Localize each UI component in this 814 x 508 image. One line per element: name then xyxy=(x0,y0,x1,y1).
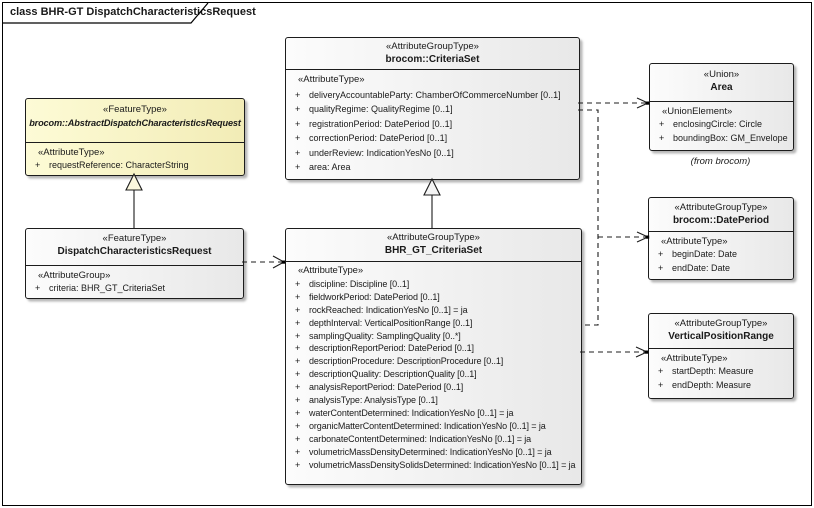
section-heading: «AttributeType» xyxy=(298,74,365,85)
attribute-row: +volumetricMassDensityDetermined: Indica… xyxy=(295,446,552,457)
attribute-row: +enclosingCircle: Circle xyxy=(659,119,763,130)
attribute-row: +descriptionProcedure: DescriptionProced… xyxy=(295,356,504,367)
class-name: Area xyxy=(710,82,733,93)
stereotype-label: «FeatureType» xyxy=(103,104,167,115)
section-heading: «AttributeType» xyxy=(38,147,105,158)
attribute-row: +volumetricMassDensitySolidsDetermined: … xyxy=(295,459,576,470)
attribute-row: +criteria: BHR_GT_CriteriaSet xyxy=(35,283,166,294)
attributes-compartment: «AttributeType» +beginDate: Date +endDate… xyxy=(649,232,793,275)
attributes-compartment: «AttributeGroup» +criteria: BHR_GT_Crite… xyxy=(26,266,243,296)
class-brocom-date-period[interactable]: «AttributeGroupType» brocom::DatePeriod … xyxy=(648,197,794,280)
stereotype-label: «AttributeGroupType» xyxy=(386,41,479,52)
stereotype-label: «AttributeGroupType» xyxy=(387,232,480,243)
class-name: brocom::AbstractDispatchCharacteristicsR… xyxy=(29,118,241,128)
class-name: VerticalPositionRange xyxy=(668,331,774,342)
attribute-row: +analysisType: AnalysisType [0..1] xyxy=(295,395,438,406)
section-heading: «AttributeGroup» xyxy=(38,270,111,281)
attribute-row: +descriptionReportPeriod: DatePeriod [0.… xyxy=(295,343,474,354)
attribute-row: +boundingBox: GM_Envelope xyxy=(659,132,788,143)
class-header: «FeatureType» brocom::AbstractDispatchCh… xyxy=(26,99,244,143)
attributes-compartment: «AttributeType» +deliveryAccountablePart… xyxy=(286,70,579,175)
section-heading: «AttributeType» xyxy=(298,265,364,276)
class-header: «Union» Area xyxy=(650,64,793,102)
class-name: brocom::DatePeriod xyxy=(672,215,770,226)
attributes-compartment: «UnionElement» +enclosingCircle: Circle +… xyxy=(650,102,793,145)
class-dispatch-characteristics-request[interactable]: «FeatureType» DispatchCharacteristicsReq… xyxy=(25,228,244,299)
attribute-row: +waterContentDetermined: IndicationYesNo… xyxy=(295,407,514,418)
class-brocom-criteria-set[interactable]: «AttributeGroupType» brocom::CriteriaSet… xyxy=(285,37,580,180)
section-heading: «AttributeType» xyxy=(661,236,728,247)
attributes-compartment: «AttributeType» +requestReference: Chara… xyxy=(26,143,244,173)
class-header: «FeatureType» DispatchCharacteristicsReq… xyxy=(26,229,243,266)
stereotype-label: «AttributeGroupType» xyxy=(674,202,768,213)
class-header: «AttributeGroupType» brocom::CriteriaSet xyxy=(286,38,579,70)
attribute-row: +fieldworkPeriod: DatePeriod [0..1] xyxy=(295,291,440,302)
stereotype-label: «Union» xyxy=(703,69,740,80)
class-bhr-gt-criteria-set[interactable]: «AttributeGroupType» BHR_GT_CriteriaSet … xyxy=(285,228,582,485)
class-name: DispatchCharacteristicsRequest xyxy=(57,246,212,257)
attributes-compartment: «AttributeType» +discipline: Discipline … xyxy=(286,262,581,472)
attribute-row: +depthInterval: VerticalPositionRange [0… xyxy=(295,317,473,328)
class-name: BHR_GT_CriteriaSet xyxy=(384,245,483,256)
attribute-row: +requestReference: CharacterString xyxy=(35,160,189,171)
stereotype-label: «AttributeGroupType» xyxy=(674,318,768,329)
attribute-row: +registrationPeriod: DatePeriod [0..1] xyxy=(295,118,453,129)
attribute-row: +deliveryAccountableParty: ChamberOfComm… xyxy=(295,89,561,100)
attribute-row: +samplingQuality: SamplingQuality [0..*] xyxy=(295,330,461,341)
attribute-row: +organicMatterContentDetermined: Indicat… xyxy=(295,420,546,431)
class-header: «AttributeGroupType» BHR_GT_CriteriaSet xyxy=(286,229,581,262)
class-area-union[interactable]: «Union» Area «UnionElement» +enclosingCi… xyxy=(649,63,794,151)
diagram-title: class BHR-GT DispatchCharacteristicsRequ… xyxy=(10,6,256,18)
attribute-row: +area: Area xyxy=(295,162,351,172)
class-header: «AttributeGroupType» VerticalPositionRan… xyxy=(649,314,793,349)
attribute-row: +descriptionQuality: DescriptionQuality … xyxy=(295,369,477,380)
class-name: brocom::CriteriaSet xyxy=(385,54,480,65)
from-brocom-note: (from brocom) xyxy=(690,156,751,167)
attribute-row: +endDate: Date xyxy=(658,262,731,273)
section-heading: «UnionElement» xyxy=(662,106,733,117)
attribute-row: +rockReached: IndicationYesNo [0..1] = j… xyxy=(295,304,468,315)
attribute-row: +carbonateContentDetermined: IndicationY… xyxy=(295,433,532,444)
attribute-row: +discipline: Discipline [0..1] xyxy=(295,278,410,289)
attribute-row: +correctionPeriod: DatePeriod [0..1] xyxy=(295,133,448,143)
attributes-compartment: «AttributeType» +startDepth: Measure +end… xyxy=(649,349,793,392)
section-heading: «AttributeType» xyxy=(661,353,728,364)
class-abstract-dispatch-characteristics-request[interactable]: «FeatureType» brocom::AbstractDispatchCh… xyxy=(25,98,245,176)
attribute-row: +beginDate: Date xyxy=(658,249,738,260)
attribute-row: +endDepth: Measure xyxy=(658,379,752,390)
attribute-row: +startDepth: Measure xyxy=(658,366,754,377)
class-vertical-position-range[interactable]: «AttributeGroupType» VerticalPositionRan… xyxy=(648,313,794,399)
attribute-row: +analysisReportPeriod: DatePeriod [0..1] xyxy=(295,382,464,393)
stereotype-label: «FeatureType» xyxy=(102,233,167,244)
attribute-row: +underReview: IndicationYesNo [0..1] xyxy=(295,147,454,158)
attribute-row: +qualityRegime: QualityRegime [0..1] xyxy=(295,104,453,114)
class-header: «AttributeGroupType» brocom::DatePeriod xyxy=(649,198,793,232)
